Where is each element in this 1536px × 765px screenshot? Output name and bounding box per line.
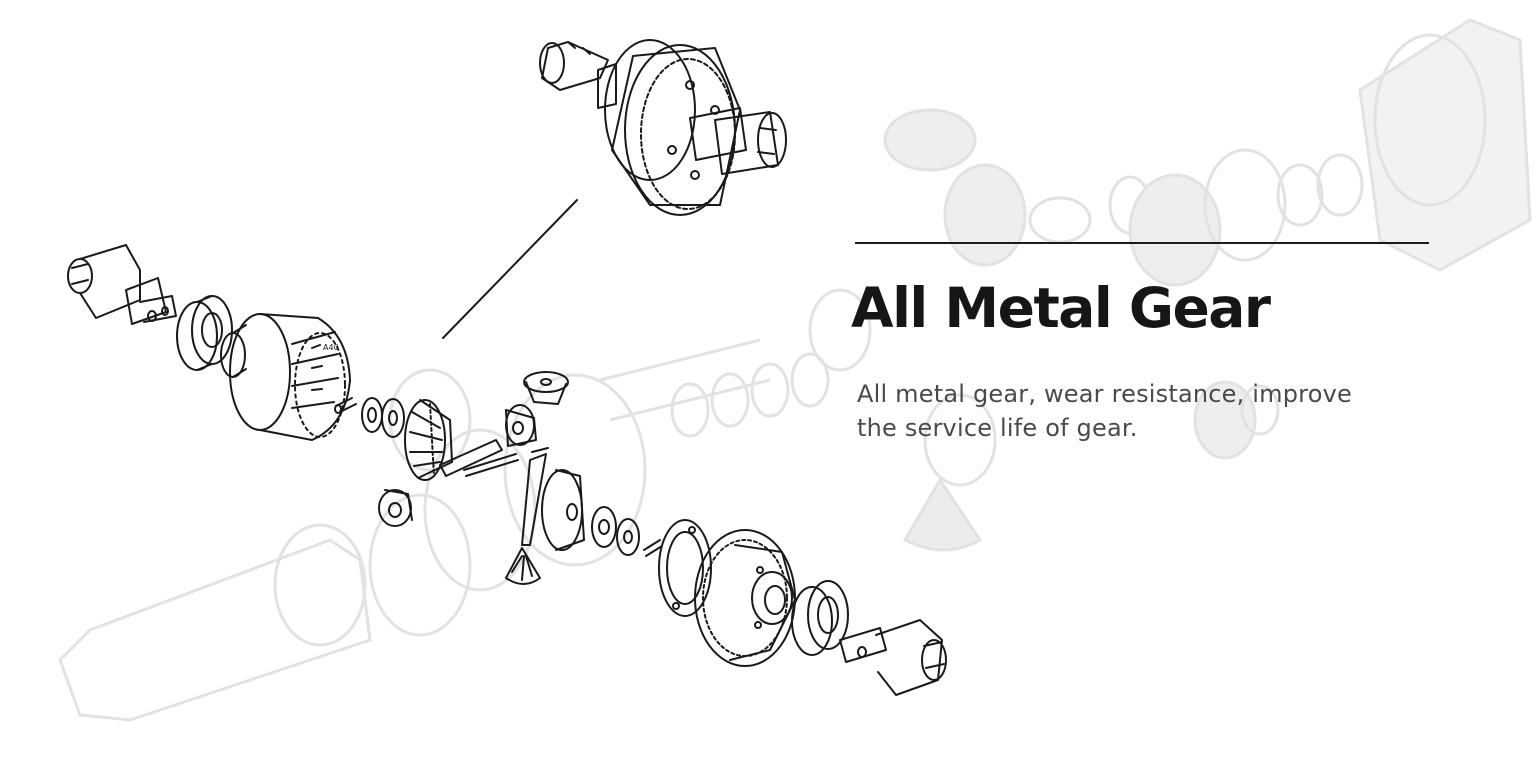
- assembled-differential: [539, 39, 787, 216]
- feature-description: All metal gear, wear resistance, improve…: [857, 377, 1417, 445]
- feature-title: All Metal Gear: [851, 276, 1271, 340]
- small-pin-left: [334, 397, 357, 414]
- callout-line: [442, 199, 578, 339]
- washers-right: [591, 506, 640, 556]
- diff-case: A40: [220, 313, 351, 441]
- left-outdrive: [67, 244, 177, 325]
- small-bevel-gear-bottom-left: [378, 489, 413, 527]
- cross-pins: [439, 439, 549, 546]
- big-bevel-gear-left: [404, 399, 453, 481]
- small-bevel-gear-mid: [505, 404, 537, 447]
- description-line-2: the service life of gear.: [857, 414, 1138, 442]
- gasket: [658, 519, 712, 617]
- ring-gear: [694, 529, 796, 667]
- ghost-parts-left: [58, 288, 872, 722]
- description-line-1: All metal gear, wear resistance, improve: [857, 380, 1352, 408]
- right-bearing: [791, 580, 849, 656]
- svg-text:A40: A40: [323, 343, 339, 352]
- big-bevel-gear-right: [541, 469, 585, 551]
- heading-divider: [855, 242, 1429, 244]
- small-bevel-gear-top: [523, 371, 569, 405]
- washers-left: [361, 397, 405, 438]
- small-bevel-gear-bottom: [505, 547, 541, 585]
- ghost-parts-right: [883, 18, 1532, 552]
- left-bearing: [176, 295, 233, 371]
- small-pin-right: [643, 539, 663, 557]
- right-outdrive: [839, 619, 947, 696]
